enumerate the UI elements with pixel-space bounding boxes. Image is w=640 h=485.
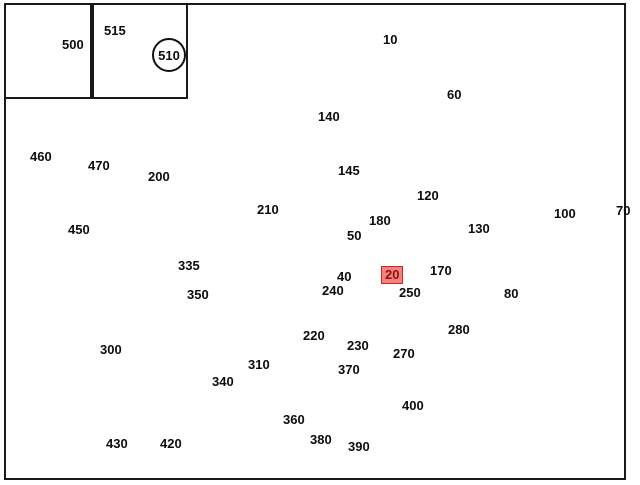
- callout-140[interactable]: 140: [318, 109, 340, 124]
- callout-20-highlighted[interactable]: 20: [381, 266, 404, 284]
- callout-230[interactable]: 230: [347, 338, 369, 353]
- callout-130[interactable]: 130: [468, 221, 490, 236]
- callout-280[interactable]: 280: [448, 322, 470, 337]
- callout-240[interactable]: 240: [322, 283, 344, 298]
- callout-430[interactable]: 430: [106, 436, 128, 451]
- callout-420[interactable]: 420: [160, 436, 182, 451]
- callout-70[interactable]: 70: [616, 203, 631, 218]
- callout-500[interactable]: 500: [62, 37, 84, 52]
- callout-340[interactable]: 340: [212, 374, 234, 389]
- callout-360[interactable]: 360: [283, 412, 305, 427]
- callout-60[interactable]: 60: [447, 87, 462, 102]
- callout-180[interactable]: 180: [369, 213, 391, 228]
- callout-120[interactable]: 120: [417, 188, 439, 203]
- callout-145[interactable]: 145: [338, 163, 360, 178]
- callout-470[interactable]: 470: [88, 158, 110, 173]
- callout-200[interactable]: 200: [148, 169, 170, 184]
- callout-220[interactable]: 220: [303, 328, 325, 343]
- callout-100[interactable]: 100: [554, 206, 576, 221]
- callout-10[interactable]: 10: [383, 32, 398, 47]
- callout-170[interactable]: 170: [430, 263, 452, 278]
- callout-210[interactable]: 210: [257, 202, 279, 217]
- inset-box-tools: [4, 3, 92, 99]
- callout-40[interactable]: 40: [337, 269, 352, 284]
- callout-515[interactable]: 515: [104, 23, 126, 38]
- callout-270[interactable]: 270: [393, 346, 415, 361]
- callout-50[interactable]: 50: [347, 228, 362, 243]
- callout-300[interactable]: 300: [100, 342, 122, 357]
- callout-460[interactable]: 460: [30, 149, 52, 164]
- callout-350[interactable]: 350: [187, 287, 209, 302]
- callout-250[interactable]: 250: [399, 285, 421, 300]
- callout-450[interactable]: 450: [68, 222, 90, 237]
- callout-390[interactable]: 390: [348, 439, 370, 454]
- inset-box-fasteners: [92, 3, 188, 99]
- callout-310[interactable]: 310: [248, 357, 270, 372]
- callout-335[interactable]: 335: [178, 258, 200, 273]
- callout-400[interactable]: 400: [402, 398, 424, 413]
- callout-510[interactable]: 510: [152, 38, 186, 72]
- callout-370[interactable]: 370: [338, 362, 360, 377]
- callout-380[interactable]: 380: [310, 432, 332, 447]
- callout-80[interactable]: 80: [504, 286, 519, 301]
